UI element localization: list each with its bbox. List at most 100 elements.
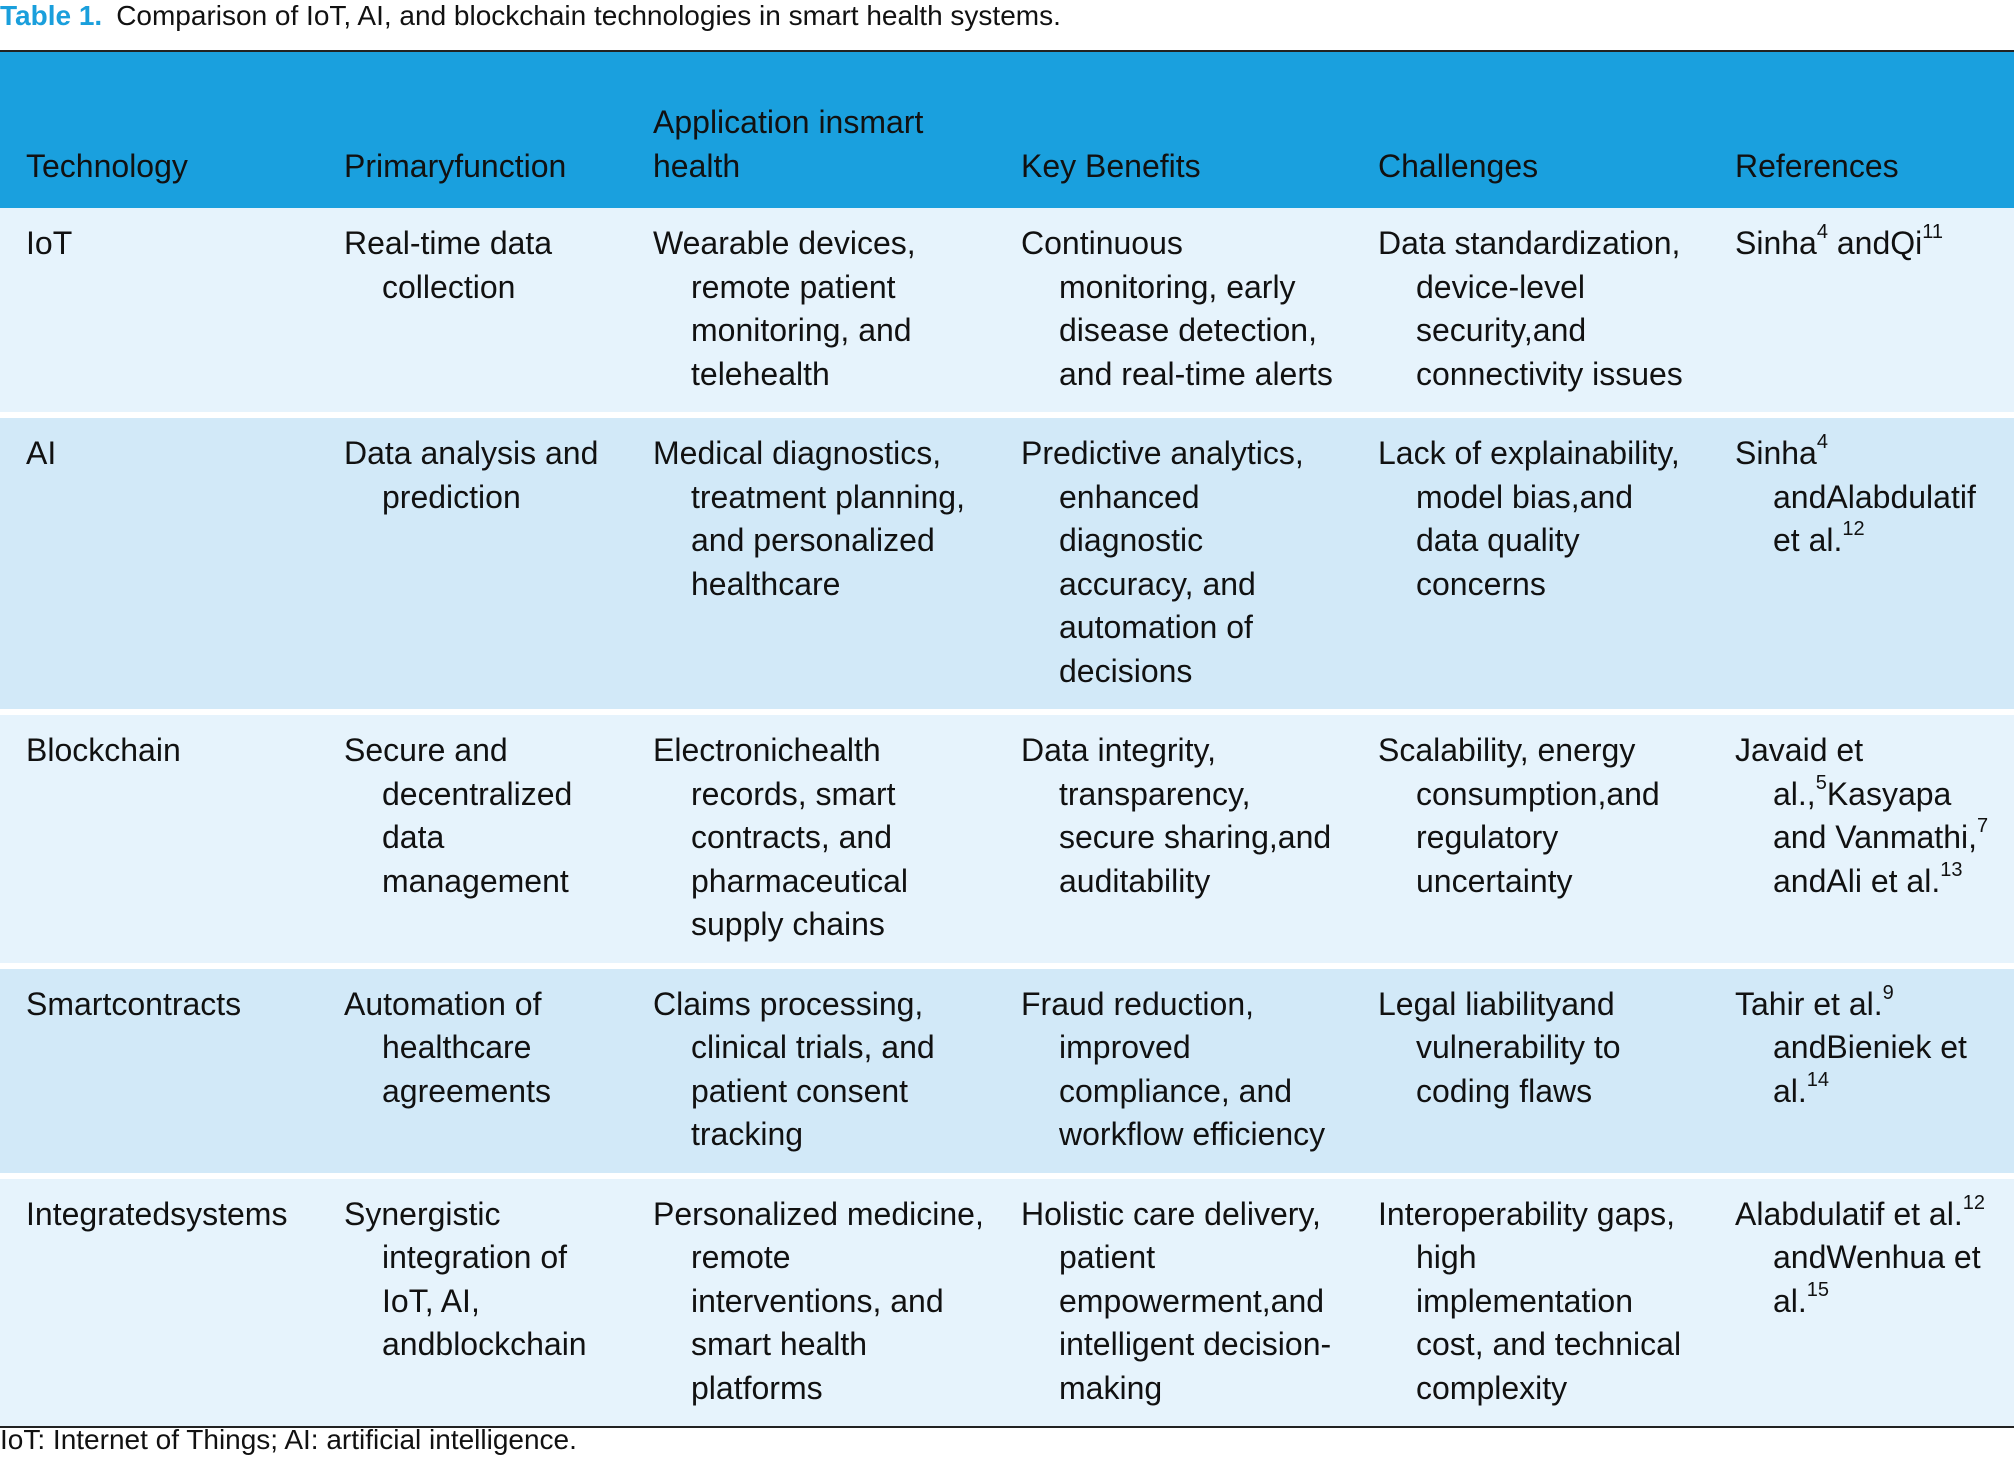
cell-primary-function: Automation of healthcare agreements <box>318 962 627 1173</box>
header-key-benefits: Key Benefits <box>1021 147 1201 184</box>
cell-key-benefits-text: Holistic care delivery, patient empowerm… <box>1021 1195 1332 1406</box>
cell-application: Medical diagnostics, treatment planning,… <box>627 412 995 709</box>
reference-number: 15 <box>1806 1278 1830 1301</box>
table-caption-text: Comparison of IoT, AI, and blockchain te… <box>116 0 1061 31</box>
cell-references-text: Tahir et al.9 andBieniek et al.14 <box>1735 983 2006 1114</box>
reference-text: Kasyapa and Vanmathi, <box>1773 775 1977 856</box>
cell-primary-function-text: Automation of healthcare agreements <box>344 985 551 1109</box>
cell-application-text: Electronichealth records, smart contract… <box>653 732 908 942</box>
table-top-rule <box>0 50 2014 52</box>
cell-challenges-text: Data standardization, device-level secur… <box>1378 225 1683 392</box>
cell-challenges: Scalability, energy consumption,and regu… <box>1352 709 1709 963</box>
cell-challenges: Lack of explainability, model bias,and d… <box>1352 412 1709 709</box>
reference-text: Tahir et al. <box>1735 985 1883 1022</box>
cell-primary-function: Data analysis and prediction <box>318 412 627 709</box>
cell-application: Personalized medicine, remote interventi… <box>627 1172 995 1427</box>
reference-text: Javaid et al., <box>1735 732 1864 812</box>
cell-technology-text: IoT <box>26 225 73 261</box>
cell-primary-function-text: Real-time data collection <box>344 225 553 305</box>
cell-key-benefits: Predictive analytics, enhanced diagnosti… <box>995 412 1352 709</box>
reference-text: andWenhua et al. <box>1773 1239 1981 1319</box>
cell-references-text: Alabdulatif et al.12 andWenhua et al.15 <box>1735 1193 2006 1324</box>
table-caption: Table 1. Comparison of IoT, AI, and block… <box>0 0 2014 44</box>
cell-key-benefits: Data integrity, transparency, secure sha… <box>995 709 1352 963</box>
cell-technology: Integratedsystems <box>0 1172 318 1427</box>
cell-references-text: Sinha4 andAlabdulatif et al.12 <box>1735 432 2006 563</box>
reference-text: andQi <box>1827 225 1923 261</box>
reference-text: Alabdulatif et al. <box>1735 1195 1963 1232</box>
cell-references: Alabdulatif et al.12 andWenhua et al.15 <box>1709 1172 2014 1427</box>
cell-key-benefits-text: Predictive analytics, enhanced diagnosti… <box>1021 435 1304 689</box>
table-row: Blockchain Secure and decentralized data … <box>0 709 2014 963</box>
header-primary-function: Primaryfunction <box>344 147 567 184</box>
reference-number: 14 <box>1806 1068 1830 1091</box>
reference-text: Sinha <box>1735 225 1817 261</box>
cell-challenges-text: Interoperability gaps, high implementati… <box>1378 1195 1682 1406</box>
reference-text: andAlabdulatif et al. <box>1773 478 1976 559</box>
table-row: AI Data analysis and prediction Medical di… <box>0 412 2014 709</box>
cell-references: Tahir et al.9 andBieniek et al.14 <box>1709 962 2014 1173</box>
cell-technology: AI <box>0 412 318 709</box>
cell-key-benefits-text: Continuous monitoring, early disease det… <box>1021 225 1333 392</box>
cell-challenges-text: Scalability, energy consumption,and regu… <box>1378 732 1660 899</box>
table-row: Smartcontracts Automation of healthcare a… <box>0 962 2014 1173</box>
reference-number: 11 <box>1922 221 1944 244</box>
reference-number: 4 <box>1816 221 1828 244</box>
cell-references: Javaid et al.,5Kasyapa and Vanmathi,7 an… <box>1709 709 2014 963</box>
cell-key-benefits: Continuous monitoring, early disease det… <box>995 208 1352 412</box>
cell-application-text: Medical diagnostics, treatment planning,… <box>653 435 965 602</box>
cell-challenges-text: Legal liabilityand vulnerability to codi… <box>1378 985 1621 1109</box>
cell-key-benefits-text: Fraud reduction, improved compliance, an… <box>1021 985 1326 1153</box>
cell-application-text: Wearable devices, remote patient monitor… <box>653 225 916 392</box>
reference-text: Sinha <box>1735 435 1817 471</box>
table-bottom-rule <box>0 1426 2014 1428</box>
cell-technology-text: Integratedsystems <box>26 1195 288 1232</box>
cell-primary-function: Real-time data collection <box>318 208 627 412</box>
table-header-row: Technology Primaryfunction Application i… <box>0 52 2014 208</box>
cell-application-text: Claims processing, clinical trials, and … <box>653 985 935 1153</box>
reference-number: 13 <box>1940 858 1963 881</box>
cell-technology: IoT <box>0 208 318 412</box>
cell-application: Wearable devices, remote patient monitor… <box>627 208 995 412</box>
reference-number: 12 <box>1962 1191 1985 1214</box>
table-caption-label: Table 1. <box>0 0 103 31</box>
header-references: References <box>1735 147 1899 184</box>
cell-references-text: Javaid et al.,5Kasyapa and Vanmathi,7 an… <box>1735 729 2006 903</box>
cell-application: Electronichealth records, smart contract… <box>627 709 995 963</box>
comparison-table: Technology Primaryfunction Application i… <box>0 52 2014 1426</box>
reference-text: andBieniek et al. <box>1773 1029 1967 1109</box>
cell-application-text: Personalized medicine, remote interventi… <box>653 1195 984 1406</box>
cell-key-benefits: Fraud reduction, improved compliance, an… <box>995 962 1352 1173</box>
table-row: IoT Real-time data collection Wearable dev… <box>0 208 2014 412</box>
cell-references: Sinha4 andAlabdulatif et al.12 <box>1709 412 2014 709</box>
cell-primary-function-text: Synergistic integration of IoT, AI, andb… <box>344 1195 587 1363</box>
cell-key-benefits-text: Data integrity, transparency, secure sha… <box>1021 732 1332 899</box>
cell-technology-text: Smartcontracts <box>26 985 242 1022</box>
cell-technology-text: Blockchain <box>26 732 181 768</box>
reference-text: andAli et al. <box>1773 862 1941 899</box>
header-application: Application insmart health <box>653 104 924 184</box>
cell-technology: Smartcontracts <box>0 962 318 1173</box>
reference-number: 7 <box>1976 815 1989 838</box>
reference-number: 4 <box>1816 431 1828 454</box>
cell-references-text: Sinha4 andQi11 <box>1735 222 2006 266</box>
cell-technology-text: AI <box>26 435 57 471</box>
cell-primary-function: Synergistic integration of IoT, AI, andb… <box>318 1172 627 1427</box>
cell-challenges: Data standardization, device-level secur… <box>1352 208 1709 412</box>
cell-challenges-text: Lack of explainability, model bias,and d… <box>1378 435 1680 602</box>
cell-key-benefits: Holistic care delivery, patient empowerm… <box>995 1172 1352 1427</box>
header-challenges: Challenges <box>1378 147 1539 184</box>
cell-application: Claims processing, clinical trials, and … <box>627 962 995 1173</box>
cell-references: Sinha4 andQi11 <box>1709 208 2014 412</box>
cell-challenges: Legal liabilityand vulnerability to codi… <box>1352 962 1709 1173</box>
table-body: IoT Real-time data collection Wearable dev… <box>0 208 2014 1426</box>
reference-number: 5 <box>1815 771 1827 794</box>
reference-number: 12 <box>1842 518 1865 541</box>
table-footnote: IoT: Internet of Things; AI: artificial … <box>0 1424 577 1455</box>
reference-number: 9 <box>1882 981 1894 1004</box>
cell-technology: Blockchain <box>0 709 318 963</box>
cell-primary-function-text: Data analysis and prediction <box>344 435 599 515</box>
header-technology: Technology <box>26 147 188 184</box>
cell-primary-function-text: Secure and decentralized data management <box>344 732 573 899</box>
cell-challenges: Interoperability gaps, high implementati… <box>1352 1172 1709 1427</box>
